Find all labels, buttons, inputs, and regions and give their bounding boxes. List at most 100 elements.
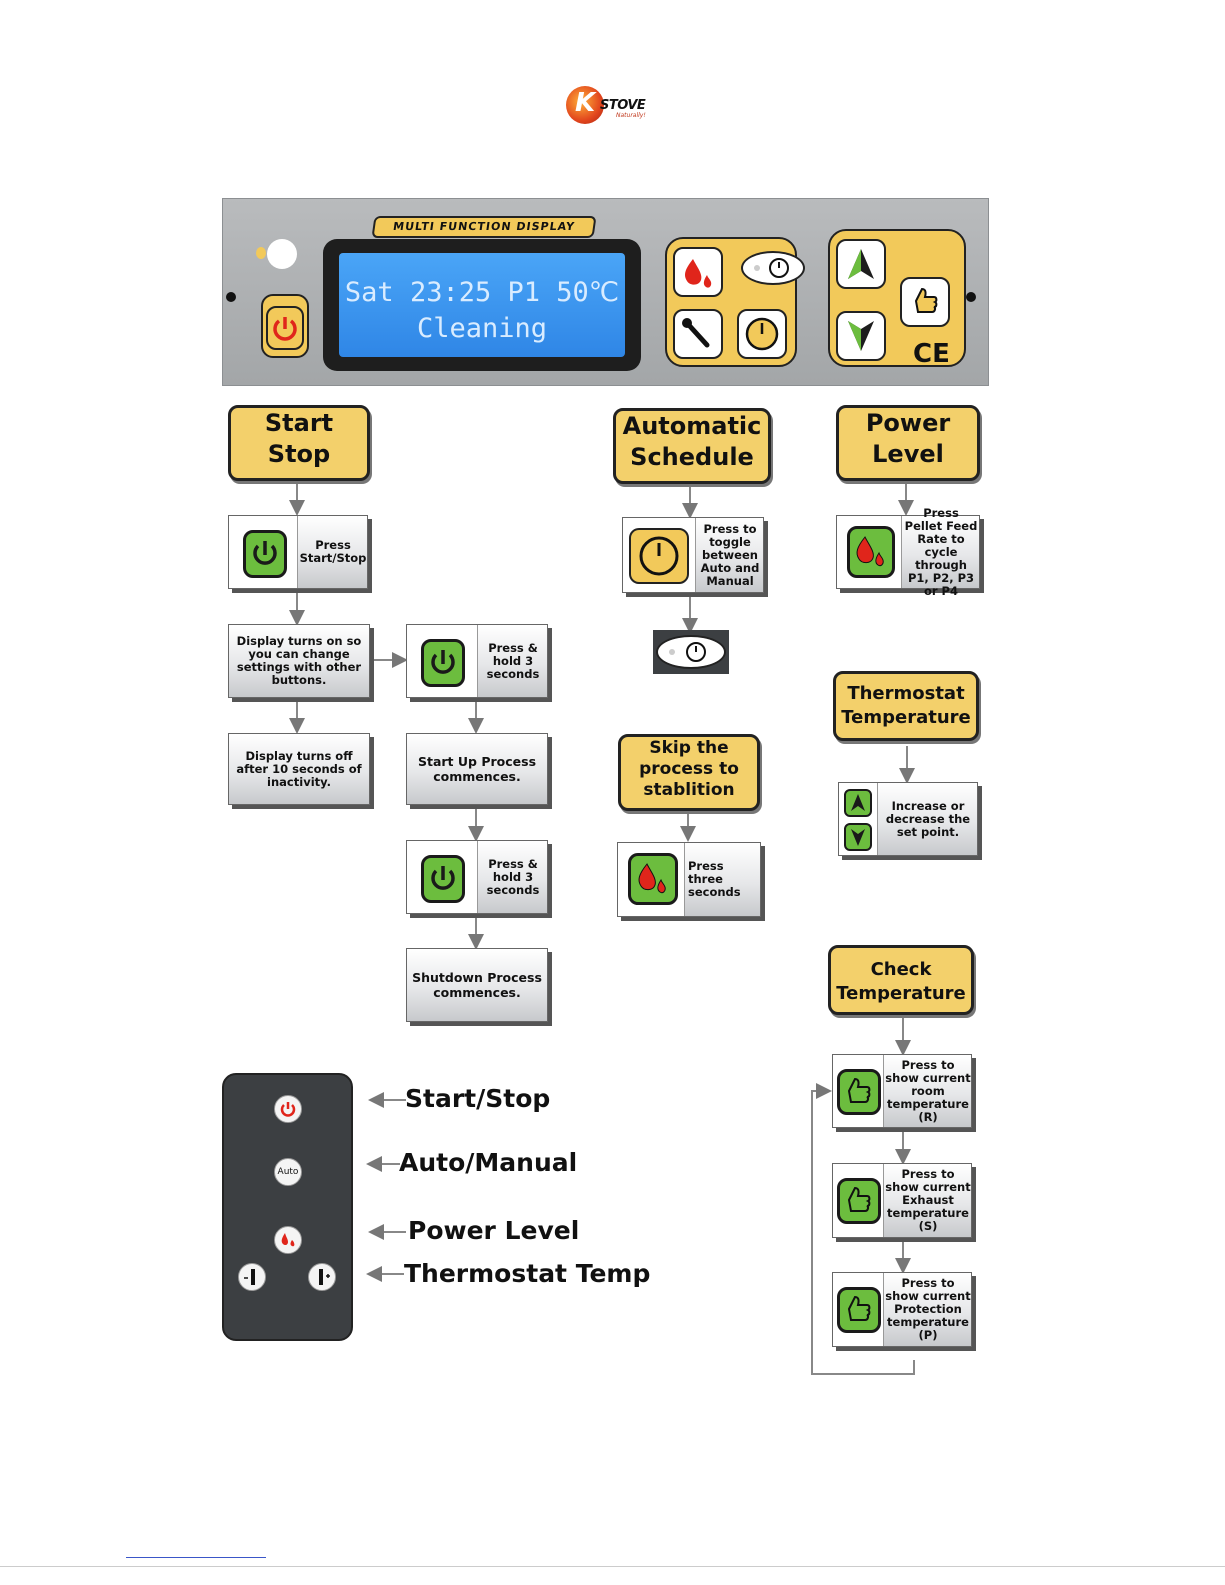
indicator-led xyxy=(256,247,266,259)
toggle-auto-manual-step: Press to toggle between Auto and Manual xyxy=(622,517,764,593)
lcd-frame: Sat 23:25 P1 50℃ Cleaning xyxy=(323,239,641,371)
icon-cell xyxy=(407,841,478,913)
start-stop-heading-line1: Start xyxy=(264,409,334,437)
pellet-feed-rate-step: Press Pellet Feed Rate to cycle through … xyxy=(836,505,980,598)
power-button[interactable] xyxy=(266,306,304,350)
start-stop-heading-line2: Stop xyxy=(267,440,331,468)
remote-auto-label: Auto xyxy=(277,1167,299,1177)
ok-button-icon xyxy=(837,1178,881,1224)
press-hold-start-step: Press & hold 3 seconds xyxy=(406,624,548,698)
start-stop-heading: Start Stop xyxy=(228,405,370,481)
press-hold-stop-step: Press & hold 3 seconds xyxy=(406,840,548,914)
automatic-schedule-heading-line2: Schedule xyxy=(630,443,754,471)
footer-link-underline xyxy=(126,1557,266,1558)
ok-button-icon xyxy=(837,1287,881,1333)
pellet-feed-button-icon xyxy=(847,526,895,578)
power-button-housing xyxy=(261,294,309,358)
timer-indicator xyxy=(741,251,805,285)
wrench-icon xyxy=(682,318,710,348)
icon-cell xyxy=(407,625,478,697)
step-text: Press to toggle between Auto and Manual xyxy=(700,521,760,588)
icon-cell xyxy=(837,516,902,588)
remote-label-auto-manual: Auto/Manual xyxy=(399,1148,578,1177)
remote-power-level-button[interactable] xyxy=(274,1226,302,1254)
remote-power-button[interactable] xyxy=(274,1095,302,1123)
skip-process-heading: Skip the process to stablition xyxy=(618,734,760,811)
ok-button-icon xyxy=(837,1069,881,1115)
ce-mark: CE xyxy=(913,339,950,369)
panel-mount-hole-right xyxy=(966,292,976,302)
power-icon xyxy=(273,317,297,341)
clock-key[interactable] xyxy=(737,309,787,359)
step-text: Display turns off after 10 seconds of in… xyxy=(236,748,362,789)
remote-temp-down-button[interactable] xyxy=(238,1263,266,1291)
clock-icon xyxy=(745,317,779,351)
step-text: Press three seconds xyxy=(688,859,741,899)
skip-heading-line1: Skip the xyxy=(649,738,729,758)
pellet-feed-key[interactable] xyxy=(673,247,723,297)
footer-rule xyxy=(0,1566,1225,1567)
timer-oval xyxy=(656,635,726,669)
check-temp-heading-line1: Check xyxy=(870,959,932,980)
power-icon xyxy=(280,1102,296,1117)
automatic-schedule-heading: Automatic Schedule xyxy=(613,408,771,484)
power-level-heading-line2: Level xyxy=(872,440,944,468)
timer-icon xyxy=(754,258,789,278)
power-level-heading-line1: Power xyxy=(865,409,951,437)
up-arrow-button-icon xyxy=(844,789,872,817)
thumbs-up-icon xyxy=(847,1077,871,1103)
logo-name: STOVE xyxy=(600,98,646,113)
room-temperature-step: Press to show current room temperature (… xyxy=(832,1054,972,1128)
exhaust-temperature-step: Press to show current Exhaust temperatur… xyxy=(832,1163,972,1238)
protection-temperature-step: Press to show current Protection tempera… xyxy=(832,1272,972,1347)
pellet-feed-button-icon xyxy=(628,853,678,905)
thermostat-temperature-heading: Thermostat Temperature xyxy=(833,671,979,741)
step-text: Press to show current room temperature (… xyxy=(885,1057,971,1124)
clock-button-icon xyxy=(629,528,689,584)
flame-icon xyxy=(685,259,712,288)
down-arrow-key[interactable] xyxy=(836,311,886,361)
icon-cell xyxy=(618,843,685,916)
step-text: Press & hold 3 seconds xyxy=(486,856,540,897)
thermostat-heading-line1: Thermostat xyxy=(847,683,965,704)
startup-process-step: Start Up Process commences. xyxy=(406,733,548,805)
ok-key[interactable] xyxy=(900,277,950,327)
kstove-logo: K STOVE Naturally! xyxy=(566,86,646,126)
panel-mount-hole-left xyxy=(226,292,236,302)
step-text: Press Start/Stop xyxy=(299,538,367,565)
settings-key[interactable] xyxy=(673,309,723,359)
lcd-line-2: Cleaning xyxy=(416,313,548,344)
up-arrow-icon xyxy=(851,794,865,811)
down-arrow-icon xyxy=(851,829,865,846)
up-arrow-key[interactable] xyxy=(836,239,886,289)
power-button-icon xyxy=(421,639,465,687)
down-arrow-icon xyxy=(848,321,874,351)
display-off-step: Display turns off after 10 seconds of in… xyxy=(228,733,370,805)
check-temp-heading-line2: Temperature xyxy=(836,983,966,1004)
lcd-line-1: Sat 23:25 P1 50℃ xyxy=(344,277,620,308)
power-icon xyxy=(253,541,277,565)
press-three-seconds-step: Press three seconds xyxy=(617,842,761,917)
remote-temp-up-button[interactable] xyxy=(308,1263,336,1291)
icon-cell xyxy=(833,1055,884,1127)
power-icon xyxy=(431,650,455,674)
multi-function-display-panel: MULTI FUNCTION DISPLAY Sat 23:25 P1 50℃ … xyxy=(222,198,989,386)
step-text: Press Pellet Feed Rate to cycle through … xyxy=(904,505,978,598)
timer-icon xyxy=(669,642,706,662)
thermostat-setpoint-step: Increase or decrease the set point. xyxy=(838,782,978,856)
thumbs-up-icon xyxy=(847,1295,871,1321)
shutdown-process-step: Shutdown Process commences. xyxy=(406,948,548,1022)
power-button-icon xyxy=(243,530,287,578)
thermometer-plus-icon xyxy=(319,1269,330,1285)
down-arrow-button-icon xyxy=(844,823,872,851)
thermometer-minus-icon xyxy=(244,1269,255,1285)
remote-label-power-level: Power Level xyxy=(408,1216,580,1245)
check-temperature-heading: Check Temperature xyxy=(828,945,974,1015)
display-on-step: Display turns on so you can change setti… xyxy=(228,624,370,698)
flame-icon xyxy=(281,1233,295,1247)
remote-auto-button[interactable]: Auto xyxy=(274,1158,302,1186)
skip-heading-line2: process to xyxy=(639,759,739,779)
logo-letter: K xyxy=(575,88,596,118)
thermostat-heading-line2: Temperature xyxy=(841,707,971,728)
